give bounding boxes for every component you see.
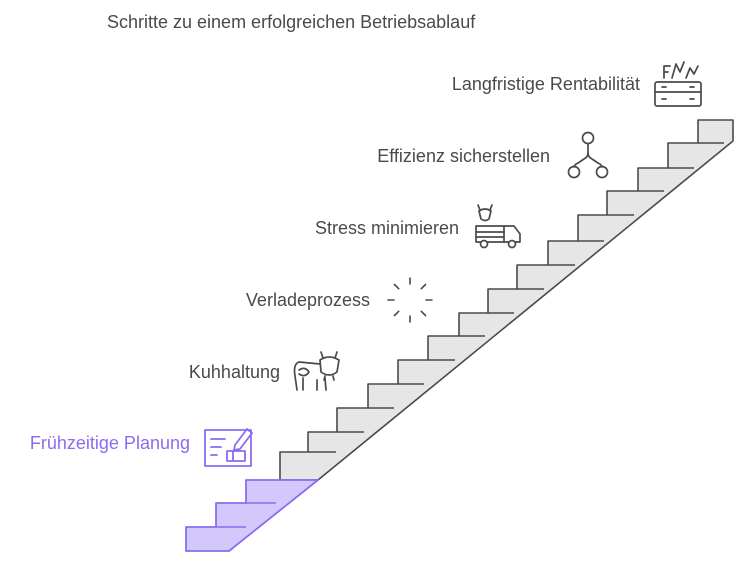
staircase-highlight (185, 479, 319, 552)
blueprint-icon (204, 428, 253, 467)
step-label-effizienz-sicherstellen: Effizienz sicherstellen (377, 146, 550, 166)
highlight-step-lines (216, 502, 276, 528)
staircase-gray (279, 119, 734, 481)
step-label-fruehzeitige-planung: Frühzeitige Planung (29, 433, 190, 453)
crop-box-icon (654, 61, 702, 107)
stair-step-lines (308, 142, 724, 453)
branching-flow-icon (567, 131, 609, 179)
loading-spinner-icon (387, 277, 433, 323)
livestock-truck-icon (475, 204, 521, 249)
step-label-verladeprozess: Verladeprozess (245, 290, 370, 310)
cow-icon (293, 351, 340, 391)
step-label-langfristige-rentabilitaet: Langfristige Rentabilität (451, 74, 640, 94)
step-label-kuhhaltung: Kuhhaltung (188, 362, 280, 382)
step-label-stress-minimieren: Stress minimieren (314, 218, 459, 238)
diagram-title: Schritte zu einem erfolgreichen Betriebs… (107, 12, 476, 32)
